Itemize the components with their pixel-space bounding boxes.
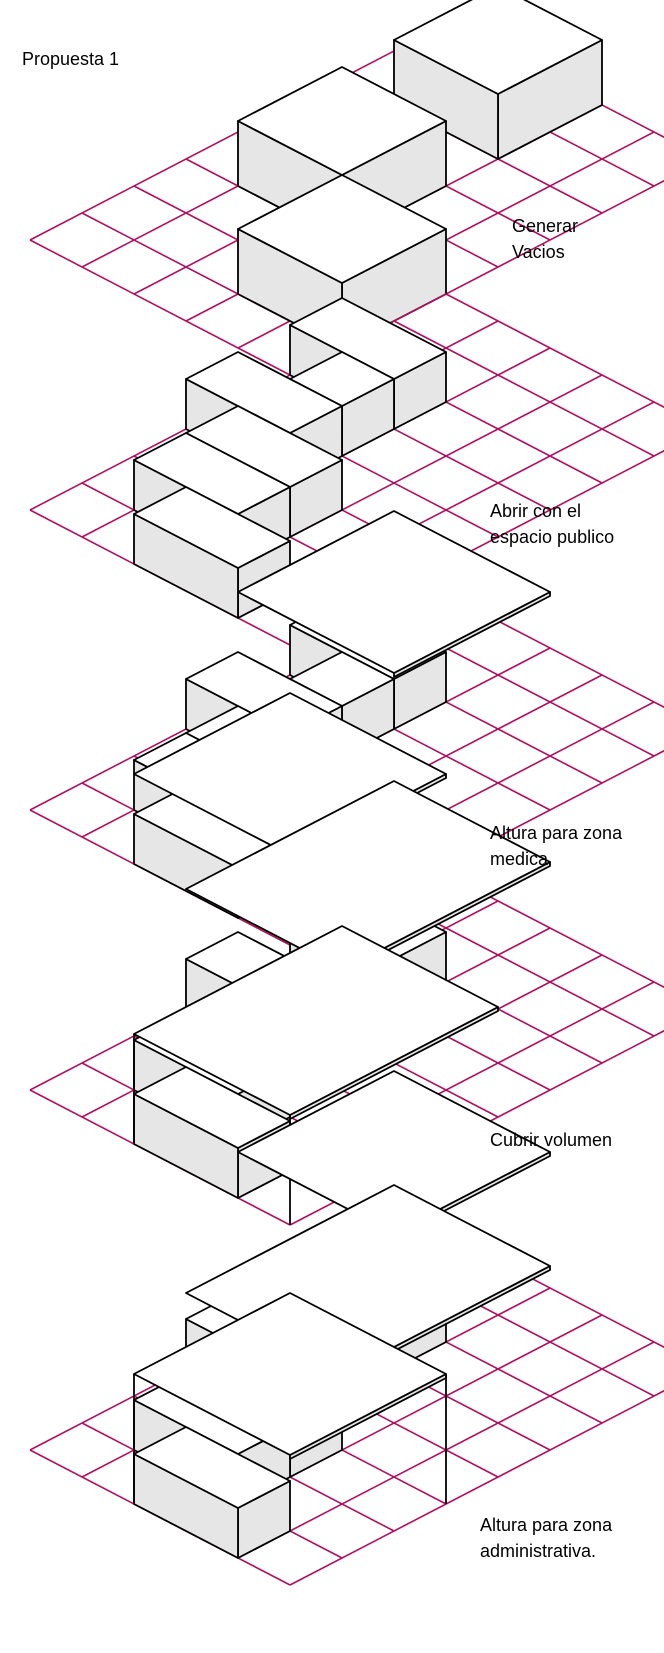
step-label-2: Abrir con el espacio publico <box>490 498 614 550</box>
step-label-5: Altura para zona administrativa. <box>480 1512 612 1564</box>
step-1-line-2: Vacios <box>512 242 565 262</box>
step-label-3: Altura para zona medica <box>490 820 622 872</box>
grid-line <box>289 1389 664 1586</box>
block-back-right-top-face <box>393 0 603 95</box>
block-back-right <box>393 0 603 160</box>
mass-block-top-face <box>133 486 291 569</box>
diagram-title: Propuesta 1 <box>22 49 120 69</box>
step-label-4: Cubrir volumen <box>490 1127 612 1153</box>
grid-line <box>445 293 664 409</box>
mass-block <box>133 1426 291 1559</box>
block-front-top-face <box>237 174 447 284</box>
cover-roof-back-top-face <box>185 780 551 971</box>
step-2-line-1: Abrir con el <box>490 501 582 521</box>
step-1-line-1: Generar <box>512 216 579 236</box>
medical-roof-right-top-face <box>237 510 551 674</box>
step-5-line-2: administrativa. <box>480 1541 597 1561</box>
grid-line <box>29 239 291 376</box>
step-5-line-1: Altura para zona <box>480 1515 613 1535</box>
grid-line <box>393 320 655 457</box>
step-label-1: Generar Vacios <box>512 213 578 265</box>
admin-roof-high-top-face <box>237 1070 551 1234</box>
admin-roof-front <box>133 1292 447 1460</box>
step-3-line-2: medica <box>490 849 549 869</box>
step-2-line-2: espacio publico <box>490 527 615 547</box>
step-4-line-1: Cubrir volumen <box>490 1130 613 1150</box>
block-back-left-top-face <box>237 66 447 176</box>
mass-block-top-face <box>133 1426 291 1509</box>
step-3-line-1: Altura para zona <box>490 823 623 843</box>
building-mass-2 <box>133 297 447 619</box>
cover-roof-front-top-face <box>133 925 499 1116</box>
medical-roof-right <box>237 510 551 678</box>
cover-roof-back <box>185 780 551 975</box>
